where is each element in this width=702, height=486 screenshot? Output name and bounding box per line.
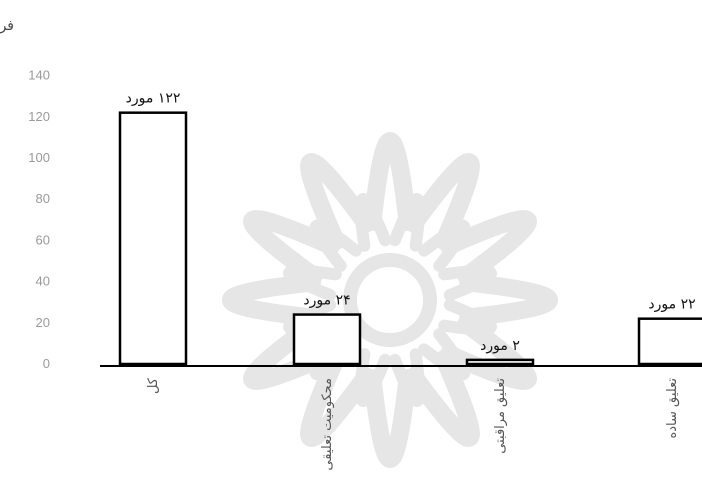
bars <box>118 111 702 366</box>
bar <box>637 317 702 366</box>
watermark-petal <box>439 210 537 286</box>
watermark-petal <box>363 369 417 469</box>
category-label: کل <box>146 377 161 394</box>
bar <box>118 111 188 366</box>
category-label: تعلیق ساده <box>665 378 680 439</box>
y-tick-label: 140 <box>28 68 50 83</box>
y-tick-label: 60 <box>36 232 50 247</box>
y-tick-label: 20 <box>36 315 50 330</box>
data-labels: ۱۲۲ مورد ۲۴ مورد ۲ مورد ۲۲ مورد <box>126 91 696 354</box>
watermark-petal <box>438 264 497 302</box>
y-axis-label: فراوانی <box>0 18 14 34</box>
watermark-petal <box>363 131 417 231</box>
watermark-petal <box>404 349 480 447</box>
y-tick-label: 80 <box>36 191 50 206</box>
data-label: ۲ مورد <box>480 338 520 354</box>
category-label: محکومیت تعلیقی <box>320 378 335 471</box>
category-labels: کل محکومیت تعلیقی تعلیق مراقبتی تعلیق ساده <box>146 377 680 470</box>
watermark-petal <box>300 153 376 251</box>
category-label: تعلیق مراقبتی <box>493 378 508 454</box>
watermark-petal <box>404 153 480 251</box>
data-label: ۱۲۲ مورد <box>126 91 181 107</box>
watermark-petal <box>243 314 341 390</box>
y-tick-label: 100 <box>28 150 50 165</box>
bar <box>292 313 362 366</box>
bar <box>465 358 535 366</box>
y-tick-label: 40 <box>36 274 50 289</box>
watermark-petal <box>221 273 321 327</box>
y-tick-label: 0 <box>43 356 50 371</box>
watermark-petal <box>300 349 376 447</box>
data-label: ۲۴ مورد <box>303 293 350 309</box>
watermark-petal <box>459 273 559 327</box>
y-axis-ticks: 0 20 40 60 80 100 120 140 <box>28 68 50 371</box>
y-tick-label: 120 <box>28 109 50 124</box>
watermark-center <box>343 253 437 347</box>
data-label: ۲۲ مورد <box>648 297 695 313</box>
watermark-petal <box>243 210 341 286</box>
watermark-petal <box>439 314 537 390</box>
